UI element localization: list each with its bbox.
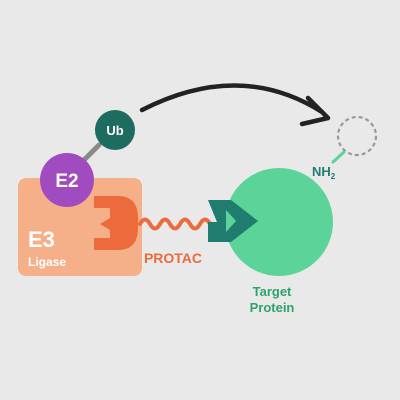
ligase-label: Ligase [28, 255, 66, 269]
target-stem-line [331, 150, 346, 164]
nh2-main: NH [312, 164, 331, 179]
e3-warhead-shape [94, 196, 138, 250]
nh2-label: NH2 [312, 164, 336, 181]
dashed-circle-icon [336, 115, 378, 157]
target-protein-circle [225, 168, 333, 276]
ubiquitin-circle [95, 110, 135, 150]
ub-label: Ub [106, 123, 123, 138]
target-label-line1: Target [253, 284, 292, 299]
protac-label: PROTAC [144, 250, 202, 266]
arrow-head-icon [299, 95, 331, 127]
curved-arrow-icon [139, 83, 325, 115]
target-label-line2: Protein [250, 300, 295, 315]
nh2-subscript: 2 [331, 172, 336, 181]
target-warhead-notch [226, 210, 236, 232]
e2-enzyme-circle [40, 153, 94, 207]
e3-label: E3 [28, 227, 55, 252]
protac-linker-wave [138, 217, 212, 231]
e2-label: E2 [55, 171, 78, 192]
ub-e2-connector [79, 142, 102, 165]
